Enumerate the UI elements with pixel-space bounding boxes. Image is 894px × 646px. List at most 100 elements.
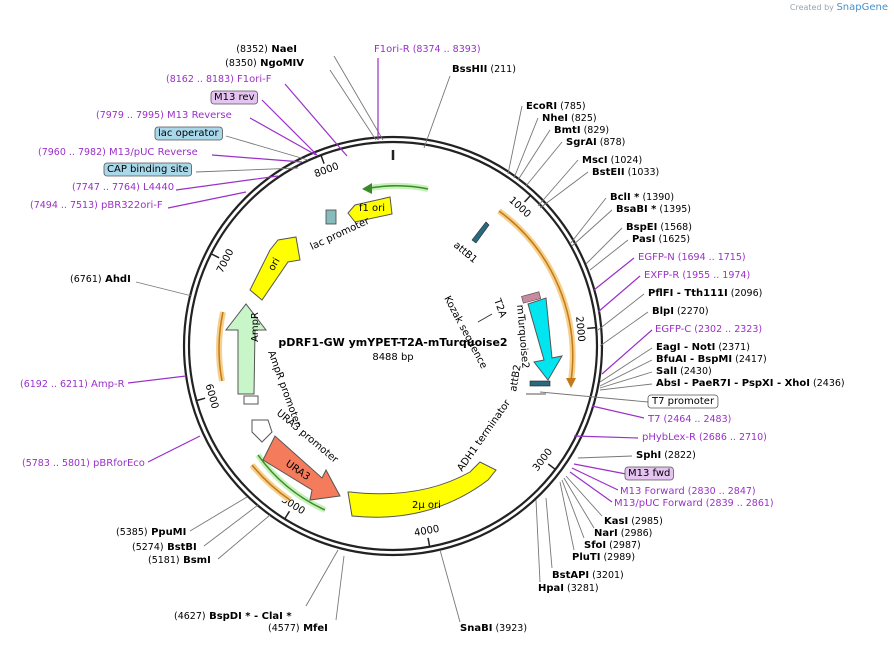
feature-orange-right-line (498, 210, 574, 382)
label-part: BssHII (452, 64, 487, 75)
leader-sgrai (525, 141, 563, 187)
mturquoise2-arrow (527, 297, 563, 381)
label-part: EGFP-C (655, 324, 691, 335)
label-text-m13forward: M13 Forward (2830 .. 2847) (620, 486, 756, 497)
label-part: SalI (656, 366, 677, 377)
leader-exfpr (597, 275, 641, 313)
tick-label: 6000 (203, 383, 220, 410)
leader-m13pucfwd (569, 471, 613, 503)
tick-mark (523, 194, 532, 203)
label-sphi: SphI (2822) (636, 450, 696, 461)
label-bfuai: BfuAI - BspMI (2417) (656, 354, 767, 365)
label-part: - XhoI (773, 378, 810, 389)
label-part: pHybLex-R (642, 432, 696, 443)
label-text-bsteii: BstEII (1033) (592, 167, 659, 178)
plasmid-size: 8488 bp (372, 352, 413, 363)
label-part: Amp-R (88, 379, 125, 390)
brand-created-by: Created by (789, 3, 834, 12)
label-pbr322: (7494 .. 7513) pBR322ori-F (30, 200, 163, 211)
leader-bsteii (539, 171, 589, 209)
attb2-marker (529, 380, 551, 387)
backbone-inner (187, 140, 599, 552)
label-text-ecori: EcoRI (785) (526, 101, 586, 112)
label-part: (3201) (589, 570, 624, 581)
label-text-pbr322: (7494 .. 7513) pBR322ori-F (30, 200, 163, 211)
leader-bspdi (305, 549, 339, 607)
label-text-bfuai: BfuAI - BspMI (2417) (656, 354, 767, 365)
label-part: - NotI (680, 342, 715, 353)
label-text-bcli: BclI * (1390) (610, 192, 674, 203)
label-part: (2839 .. 2861) (703, 498, 774, 509)
label-part: T7 (647, 414, 660, 425)
leader-egfpn (593, 257, 635, 291)
ura3-arrow (262, 435, 341, 501)
label-text-m13rev: M13 rev (214, 92, 255, 103)
label-text-snabi: SnaBI (3923) (460, 623, 527, 634)
label-bspei: BspEI (1568) (626, 222, 692, 233)
label-part: (825) (568, 113, 597, 124)
label-part: (2430) (677, 366, 712, 377)
label-part: BspEI (626, 222, 657, 233)
leader-bstbi (203, 504, 259, 547)
label-part: (2096) (728, 288, 763, 299)
label-text-hpai: HpaI (3281) (538, 583, 599, 594)
label-text-m13pucfwd: M13/pUC Forward (2839 .. 2861) (614, 498, 774, 509)
label-part: T7 promoter (651, 396, 715, 407)
label-eagi: EagI - NotI (2371) (656, 342, 750, 353)
label-part: BclI * (610, 192, 640, 203)
attb2-label: attB2 (508, 364, 524, 393)
label-part: - BspMI (687, 354, 733, 365)
label-part: (2371) (715, 342, 750, 353)
label-bcli: BclI * (1390) (610, 192, 674, 203)
tick-label: 2000 (573, 316, 586, 342)
label-part: (2989) (600, 552, 635, 563)
label-text-lacop: lac operator (158, 128, 219, 139)
label-part: AbsI (656, 378, 681, 389)
label-text-f1orif: (8162 .. 8183) F1ori-F (166, 74, 272, 85)
label-part: NgoMIV (257, 58, 305, 69)
label-text-egfpc: EGFP-C (2302 .. 2323) (655, 324, 762, 335)
label-text-m13reverse: (7979 .. 7995) M13 Reverse (96, 110, 232, 121)
label-text-exfpr: EXFP-R (1955 .. 1974) (644, 270, 750, 281)
label-ahdi: (6761) AhdI (70, 274, 131, 285)
label-part: (4577) (268, 623, 300, 634)
label-part: (2822) (661, 450, 696, 461)
label-part: (2436) (810, 378, 845, 389)
backbone-outer (182, 135, 604, 557)
label-text-ppumi: (5385) PpuMI (116, 527, 186, 538)
label-part: MscI (582, 155, 608, 166)
label-part: lac operator (158, 128, 219, 139)
label-part: BlpI (652, 306, 674, 317)
label-text-nari: NarI (2986) (594, 528, 652, 539)
label-text-mfei: (4577) MfeI (268, 623, 328, 634)
tick-label: 8000 (313, 161, 341, 180)
label-sgrai: SgrAI (878) (566, 137, 625, 148)
mturquoise2-label: mTurquoise2 (514, 304, 531, 369)
leader-msci (537, 159, 579, 207)
label-part: M13 Reverse (164, 110, 232, 121)
leader-m13reverse (249, 117, 317, 156)
label-part: (1024) (608, 155, 643, 166)
label-text-t7prom: T7 promoter (651, 396, 715, 407)
label-cap: CAP binding site (103, 162, 192, 177)
leader-l4440 (175, 175, 279, 191)
label-part: (7979 .. 7995) (96, 110, 164, 121)
label-text-nhei: NheI (825) (542, 113, 597, 124)
label-text-bsabi: BsaBI * (1395) (616, 204, 691, 215)
label-part: EagI (656, 342, 680, 353)
tick-mark (210, 253, 220, 259)
plasmid-name: pDRF1-GW ymYPET-T2A-mTurquoise2 (278, 336, 507, 349)
leader-bspei (585, 227, 623, 265)
leader-absi (599, 383, 653, 391)
ampr-label: AmpR (250, 312, 261, 342)
leader-t7 (591, 405, 645, 419)
leader-bsabi (571, 209, 613, 247)
label-egfpc: EGFP-C (2302 .. 2323) (655, 324, 762, 335)
label-part: BstEII (592, 167, 625, 178)
leader-egfpc (601, 329, 653, 375)
label-ppumi: (5385) PpuMI (116, 527, 186, 538)
leader-phyblexr (573, 435, 639, 439)
ori-arrow (249, 236, 301, 301)
